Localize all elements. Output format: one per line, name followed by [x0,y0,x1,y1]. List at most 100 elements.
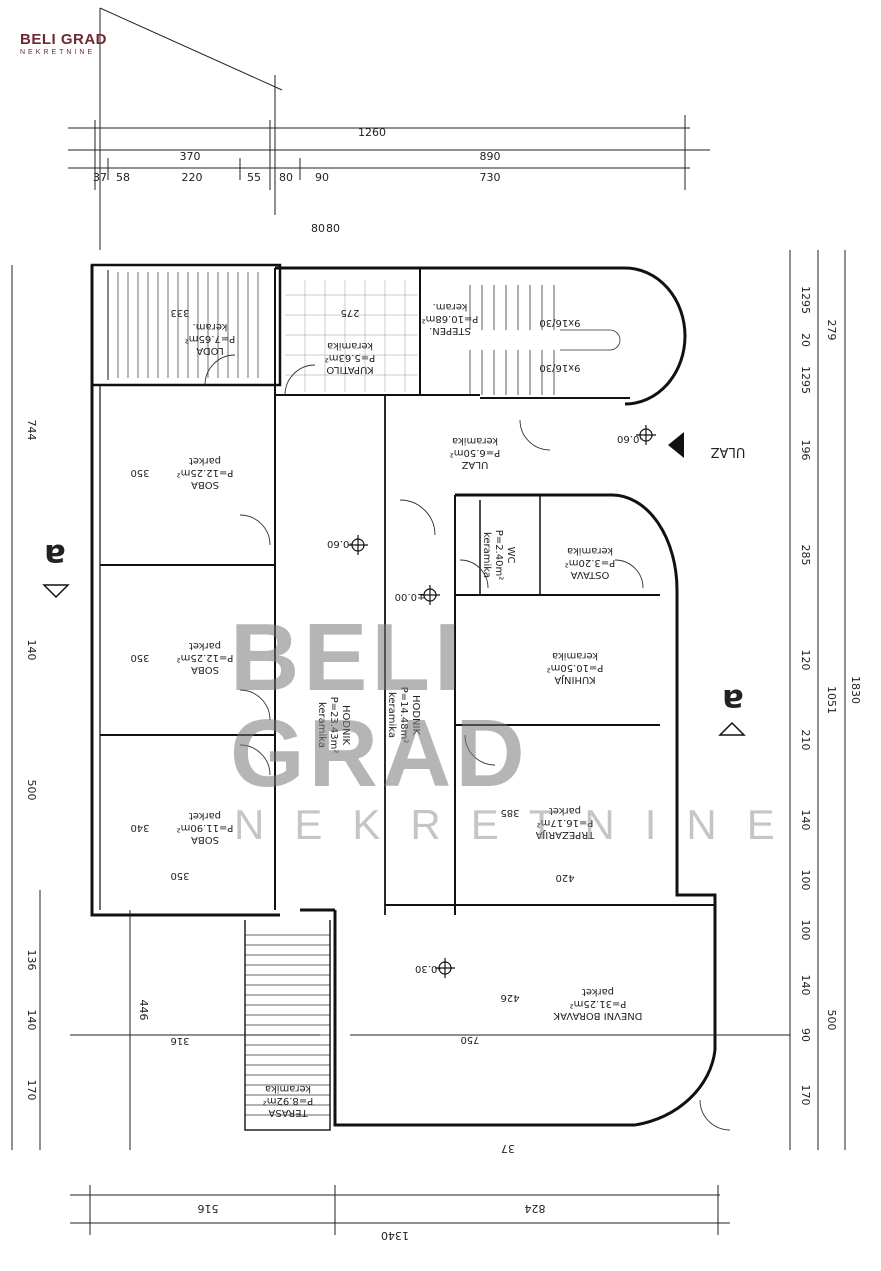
soba1-floor: parket [189,455,221,466]
dim-top-c1: 37 [93,171,107,184]
terasa-name: TERASA [268,1107,308,1118]
dim-right-b: 1295 [799,286,812,314]
kupatilo-floor: keramika [327,340,373,351]
stepen-steps1: 9x16/30 [539,317,580,328]
dim-top-a: 370 [180,150,201,163]
bathroom-tiles [285,280,418,392]
dim-top-c3: 220 [182,171,203,184]
wc-name: WC [505,547,516,564]
dim-left-b: 500 [25,780,38,801]
dim-right-c: 1295 [799,366,812,394]
stepen-area: P=10.68m² [422,313,479,324]
loda-hatch [117,272,259,378]
dim-right-a: 279 [825,320,838,341]
dim-right-e: 196 [799,440,812,461]
ostava-floor: keramika [567,545,613,556]
trpezarija-floor: parket [549,805,581,816]
kupatilo-area: P=5.63m² [325,352,375,363]
plan-labels: LODA P=7.65m² keram. 333 KUPATILO P=5.63… [44,301,745,1118]
ostava-name: OSTAVA [570,569,609,580]
soba2-area: P=12.25m² [177,652,234,663]
ostava-area: P=3.20m² [565,557,615,568]
dim-right-p: 1830 [849,676,862,704]
dnevni-dim: 426 [500,992,519,1003]
soba3-dim2: 350 [170,870,189,881]
dim-left-g: 140 [25,640,38,661]
dim-top-v1: 80 [311,222,325,235]
logo-main-text: BELI GRAD [20,31,107,48]
dim-right-h: 210 [799,730,812,751]
dim-right-l: 140 [799,975,812,996]
level-hall: -0.60 [327,538,353,549]
dim-right-m: 90 [799,1028,812,1042]
kupatilo-dim: 275 [340,307,359,318]
left-dimensions [11,265,131,1150]
dim-left-c: 136 [25,950,38,971]
dim-top-c6: 90 [315,171,329,184]
trpezarija-name: TRPEZARIJA [536,829,596,840]
hodnik1-name: HODNIK [340,705,351,746]
entrance-label: ULAZ [710,444,745,459]
level-markers [348,425,656,978]
dim-top-c2: 58 [116,171,130,184]
soba1-name: SOBA [191,479,219,490]
level-entry: -0.60 [617,433,643,444]
kuhinja-floor: keramika [552,650,598,661]
ulaz-floor: keramika [452,435,498,446]
hodnik1-floor: keramika [316,702,327,748]
level-zero: ±0.00 [395,591,426,602]
dim-top-c4: 55 [247,171,261,184]
wc-area: P=2.40m² [493,530,504,580]
dim-bottom-total: 1340 [381,1229,409,1242]
walls [90,263,717,1127]
stepen-floor: keram. [433,301,468,312]
soba2-dim: 350 [130,652,149,663]
trpezarija-dim2: 420 [555,872,574,883]
bottom-dimensions [70,1034,790,1235]
dim-top-b: 890 [480,150,501,163]
logo-sub-text: NEKRETNINE [20,49,96,56]
dim-left-d: 140 [25,1010,38,1031]
soba3-floor: parket [189,810,221,821]
brand-logo: BELI GRAD NEKRETNINE [20,32,110,68]
terasa-floor: keramika [265,1083,311,1094]
loda-dim: 333 [170,307,189,318]
loda-floor: keram. [193,321,228,332]
ulaz-name: ULAZ [461,459,488,470]
stepen-name: STEPEN. [429,325,471,336]
right-dimensions [789,250,846,1150]
hodnik1-area: P=23.43m² [328,697,339,754]
section-markers [42,584,746,736]
door-swings [204,354,731,1131]
trpezarija-area: P=16.17m² [537,817,594,828]
dnevni-area: P=31.25m² [570,998,627,1009]
dim-right-o: 1051 [825,686,838,714]
dim-right-k: 100 [799,920,812,941]
kupatilo-name: KUPATILO [326,364,373,375]
stepen-steps2: 9x16/30 [539,362,580,373]
dim-bottom-c: 37 [501,1142,515,1155]
dim-right-n: 170 [799,1085,812,1106]
kuhinja-name: KUHINJA [554,674,595,685]
section-mark-left: a [44,537,66,575]
dnevni-name: DNEVNI BORAVAK [553,1010,642,1021]
hodnik2-floor: keramika [386,692,397,738]
hodnik2-name: HODNIK [410,695,421,736]
dim-left-e: 170 [25,1080,38,1101]
dim-right-j: 100 [799,870,812,891]
dim-bottom-b: 824 [525,1202,546,1215]
soba3-area: P=11.90m² [177,822,234,833]
dnevni-floor: parket [582,986,614,997]
loda-name: LODA [196,345,224,356]
section-mark-right: a [722,682,744,720]
bottom-dim-text: 1340 516 824 37 [198,1142,546,1242]
top-dimensions [68,7,710,250]
soba2-name: SOBA [191,664,219,675]
trpezarija-dim: 385 [500,807,519,818]
dim-right-i: 140 [799,810,812,831]
right-dim-text: 1295 1295 20 279 196 285 120 210 140 100… [799,286,862,1106]
wc-floor: keramika [481,532,492,578]
loda-area: P=7.65m² [185,333,235,344]
